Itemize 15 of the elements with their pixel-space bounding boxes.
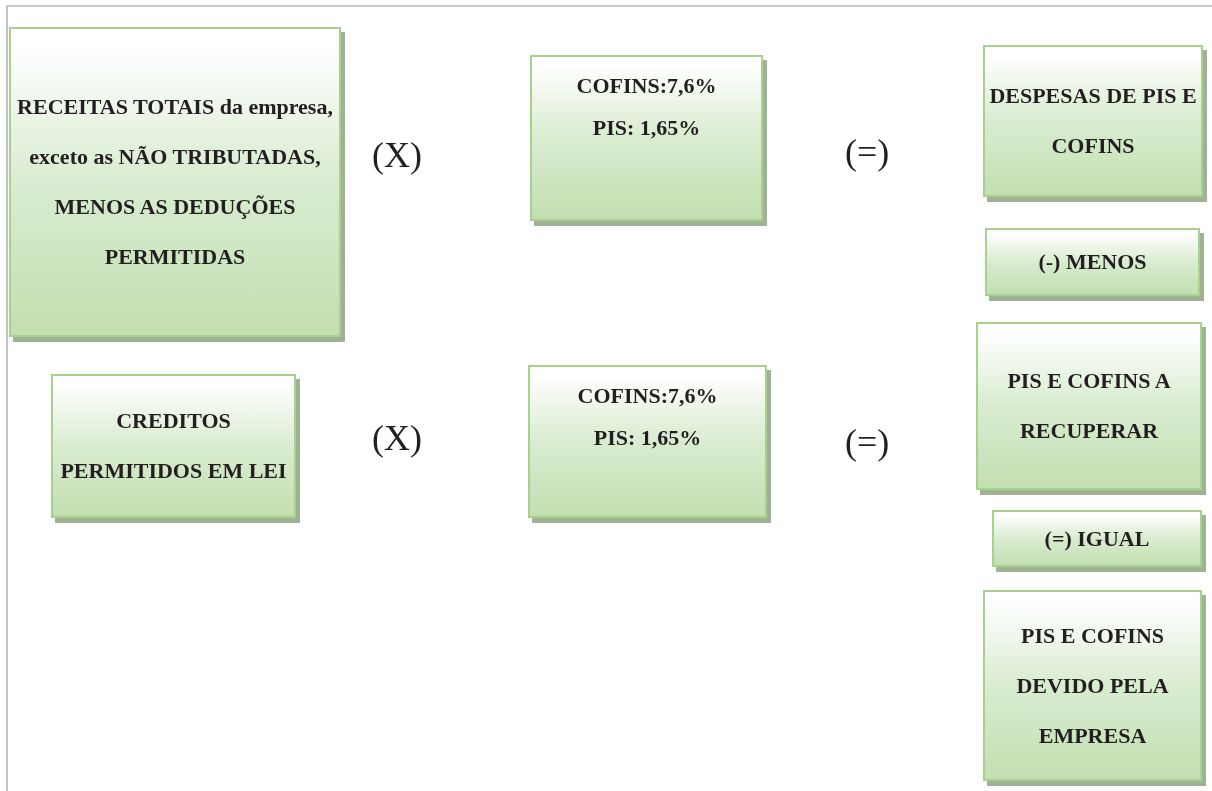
box-text: PIS E COFINS A RECUPERAR <box>1006 367 1172 445</box>
box-text: COFINS:7,6% <box>576 72 717 100</box>
box-text: COFINS:7,6% <box>577 382 718 410</box>
operator-symbol: (=) <box>845 422 890 462</box>
box-text: (=) IGUAL <box>1044 524 1150 553</box>
box-text: PIS E COFINS DEVIDO PELA EMPRESA <box>1015 621 1170 750</box>
box-text: PIS: 1,65% <box>592 114 701 142</box>
box-text: (-) MENOS <box>1038 248 1147 276</box>
box-text: PIS: 1,65% <box>593 424 702 452</box>
operator-symbol: (=) <box>845 132 890 172</box>
box-text: RECEITAS TOTAIS da empresa, exceto as NÃO TRIBUTADAS, MENOS AS DEDUÇÕES PERMITIDAS <box>16 93 334 271</box>
box-text: DESPESAS DE PIS E COFINS <box>988 82 1198 160</box>
box-text: CREDITOS PERMITIDOS EM LEI <box>59 407 288 485</box>
operator-symbol: (X) <box>372 418 422 458</box>
operator-symbol: (X) <box>372 135 422 175</box>
